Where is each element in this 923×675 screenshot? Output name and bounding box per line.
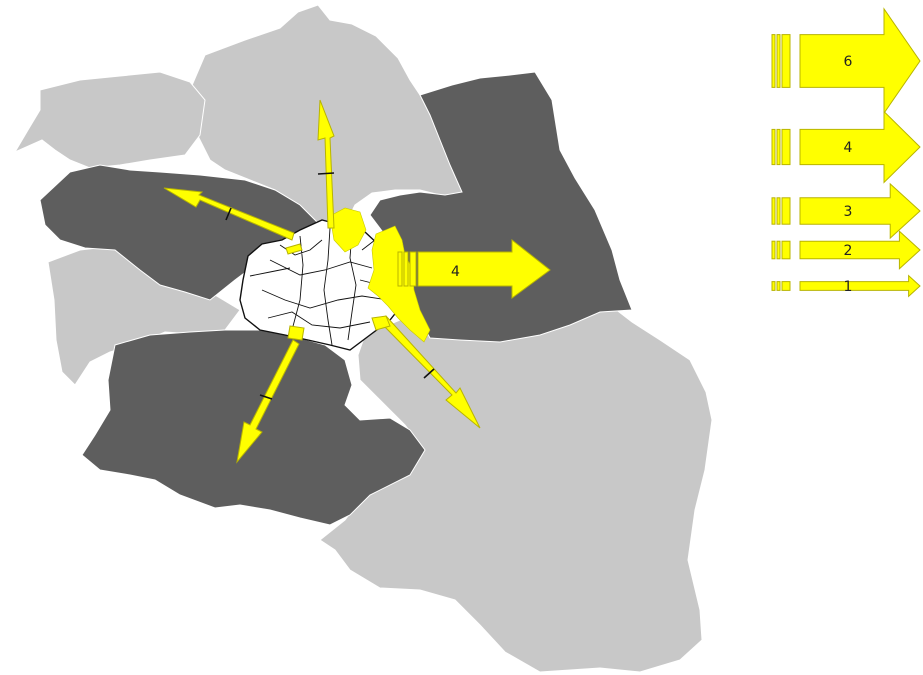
legend-arrow-bar — [776, 240, 781, 260]
legend-arrow-bar — [781, 197, 791, 225]
legend-label: 6 — [844, 54, 853, 70]
legend-label: 4 — [844, 140, 853, 156]
legend-item-3: 3 — [771, 182, 921, 240]
flow-arrow-northwest[interactable] — [163, 187, 295, 241]
legend: 6 4 3 2 1 — [771, 7, 921, 298]
city-district-lines — [249, 227, 396, 346]
legend-arrow — [799, 7, 921, 115]
flow-arrow-north[interactable] — [317, 99, 335, 229]
legend-arrow-bar — [776, 128, 781, 166]
legend-item-6: 6 — [771, 7, 921, 115]
flow-arrow-north-tick — [317, 172, 335, 175]
flow-arrow-southeast-tick — [423, 368, 435, 379]
regions-light — [13, 4, 713, 673]
legend-arrow — [799, 110, 921, 184]
legend-label: 1 — [844, 279, 853, 295]
city-highlight-north — [329, 207, 367, 253]
flow-arrow-east[interactable] — [417, 238, 551, 299]
legend-arrow-bar — [781, 240, 791, 260]
legend-arrow-bar — [781, 281, 791, 291]
legend-arrow-bar — [776, 197, 781, 225]
legend-arrow-bar — [771, 197, 776, 225]
legend-item-2: 2 — [771, 230, 921, 270]
legend-arrow — [799, 182, 921, 240]
legend-arrow-bar — [776, 34, 781, 88]
flow-arrow-east-bar-2 — [403, 251, 409, 287]
flow-arrow-east-label: 4 — [451, 264, 460, 280]
legend-arrow-bar — [781, 128, 791, 166]
legend-label: 2 — [844, 243, 853, 259]
legend-label: 3 — [844, 204, 853, 220]
flow-arrow-northwest-tick — [225, 207, 232, 221]
flow-arrow-east-bar-3 — [409, 251, 417, 287]
legend-arrow-bar — [771, 128, 776, 166]
flow-connector-west — [285, 243, 303, 255]
legend-arrow — [799, 230, 921, 270]
legend-arrow-bar — [771, 240, 776, 260]
flow-arrow-east-bar-1 — [397, 251, 403, 287]
flow-arrow-southwest-tick — [259, 394, 273, 400]
flow-arrows: 4 — [163, 99, 551, 464]
flow-connector-southwest — [287, 325, 305, 341]
legend-arrow-bar — [781, 34, 791, 88]
legend-item-1: 1 — [771, 274, 921, 298]
legend-arrow — [799, 274, 921, 298]
flow-connector-southeast — [371, 315, 391, 331]
legend-arrow-bar — [776, 281, 781, 291]
legend-arrow-bar — [771, 281, 776, 291]
legend-arrow-bar — [771, 34, 776, 88]
flow-arrow-southwest[interactable] — [236, 339, 300, 464]
legend-item-4: 4 — [771, 110, 921, 184]
region-northwest — [13, 71, 206, 169]
